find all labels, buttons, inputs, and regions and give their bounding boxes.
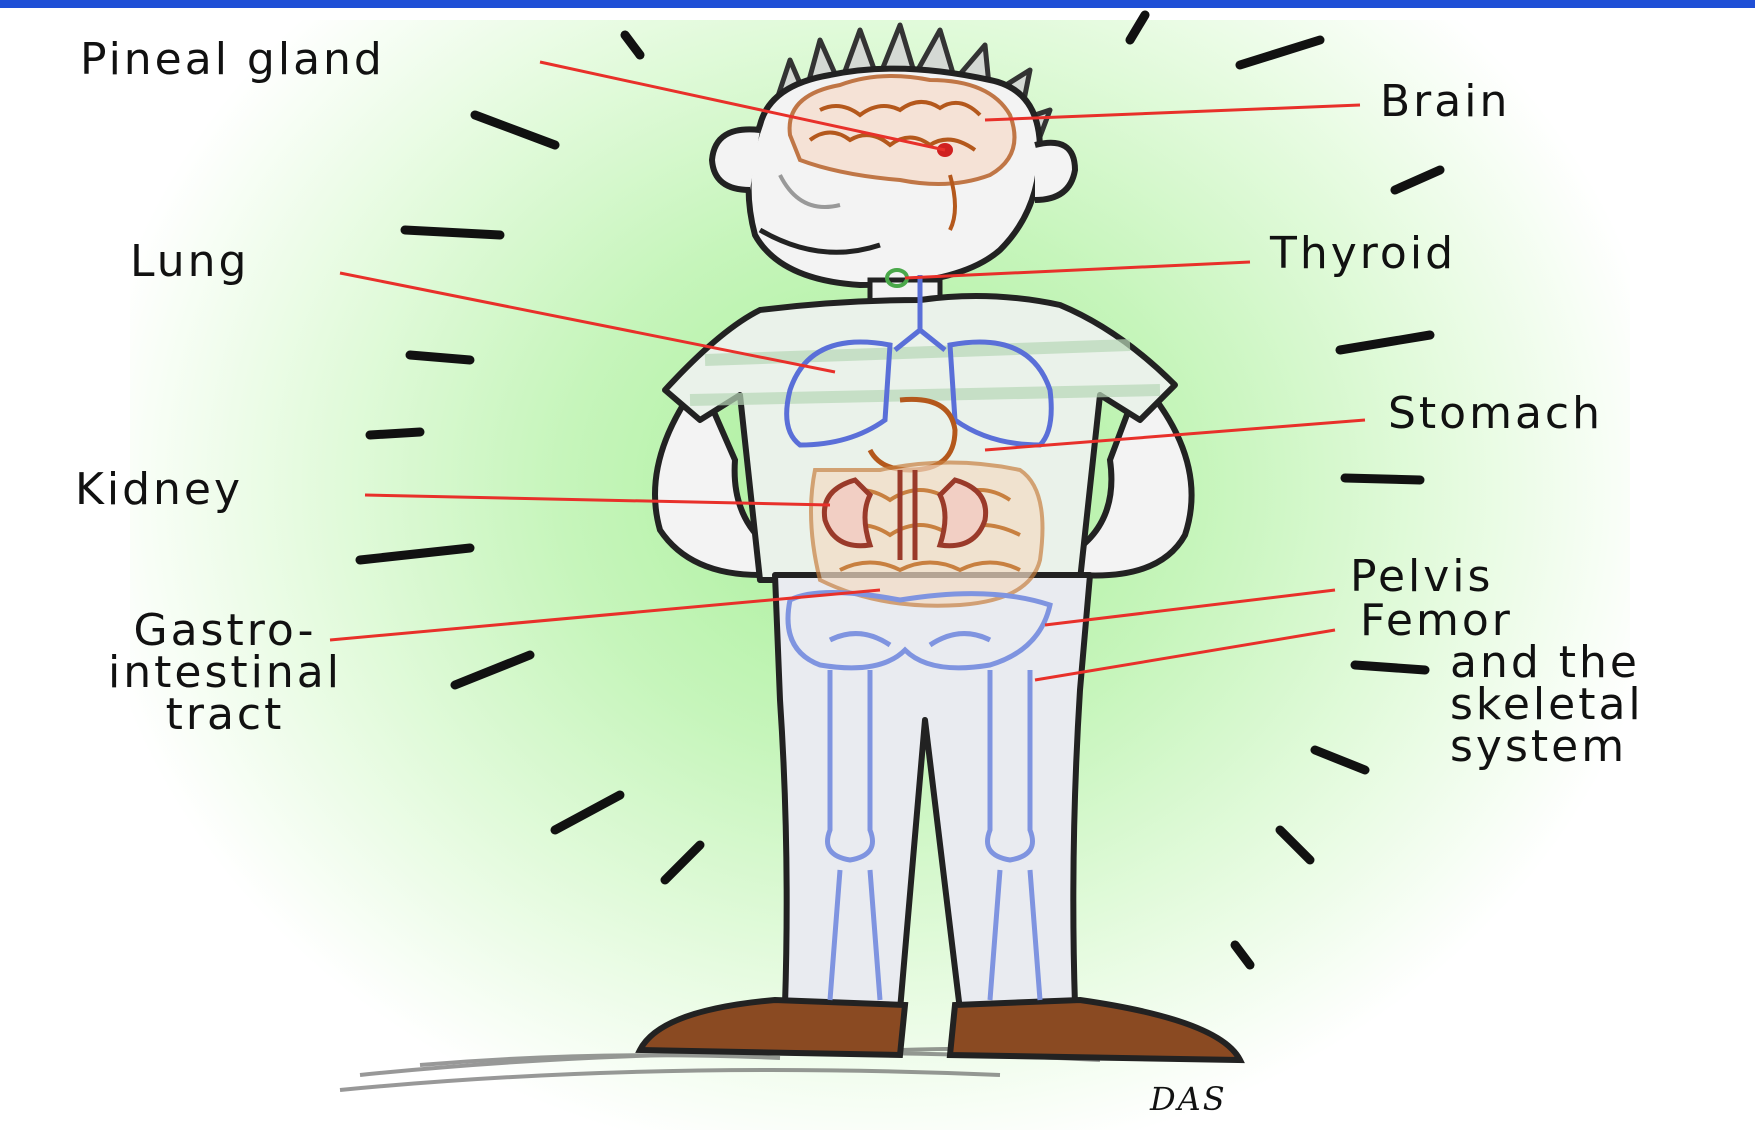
label-femur-line4: system <box>1360 726 1750 768</box>
ear-right <box>1035 143 1075 200</box>
label-gastrointestinal-line3: tract <box>15 694 435 736</box>
label-femur: Femor and the skeletal system <box>1360 600 1750 768</box>
label-lung: Lung <box>130 240 249 284</box>
label-kidney: Kidney <box>75 468 243 512</box>
label-thyroid: Thyroid <box>1270 232 1456 276</box>
shoe-right <box>950 1000 1240 1060</box>
label-brain: Brain <box>1380 80 1510 124</box>
label-pelvis: Pelvis <box>1350 555 1493 599</box>
label-stomach: Stomach <box>1388 392 1603 436</box>
label-gastrointestinal-line1: Gastro- <box>15 610 435 652</box>
artist-signature: DAS <box>1150 1080 1227 1118</box>
label-femur-line2: and the <box>1360 642 1750 684</box>
label-pineal-gland: Pineal gland <box>80 38 385 82</box>
label-femur-line1: Femor <box>1360 600 1750 642</box>
pants <box>775 575 1090 1010</box>
shoe-left <box>640 1000 905 1055</box>
label-gastrointestinal-line2: intestinal <box>15 652 435 694</box>
label-femur-line3: skeletal <box>1360 684 1750 726</box>
label-gastrointestinal: Gastro- intestinal tract <box>15 610 435 736</box>
